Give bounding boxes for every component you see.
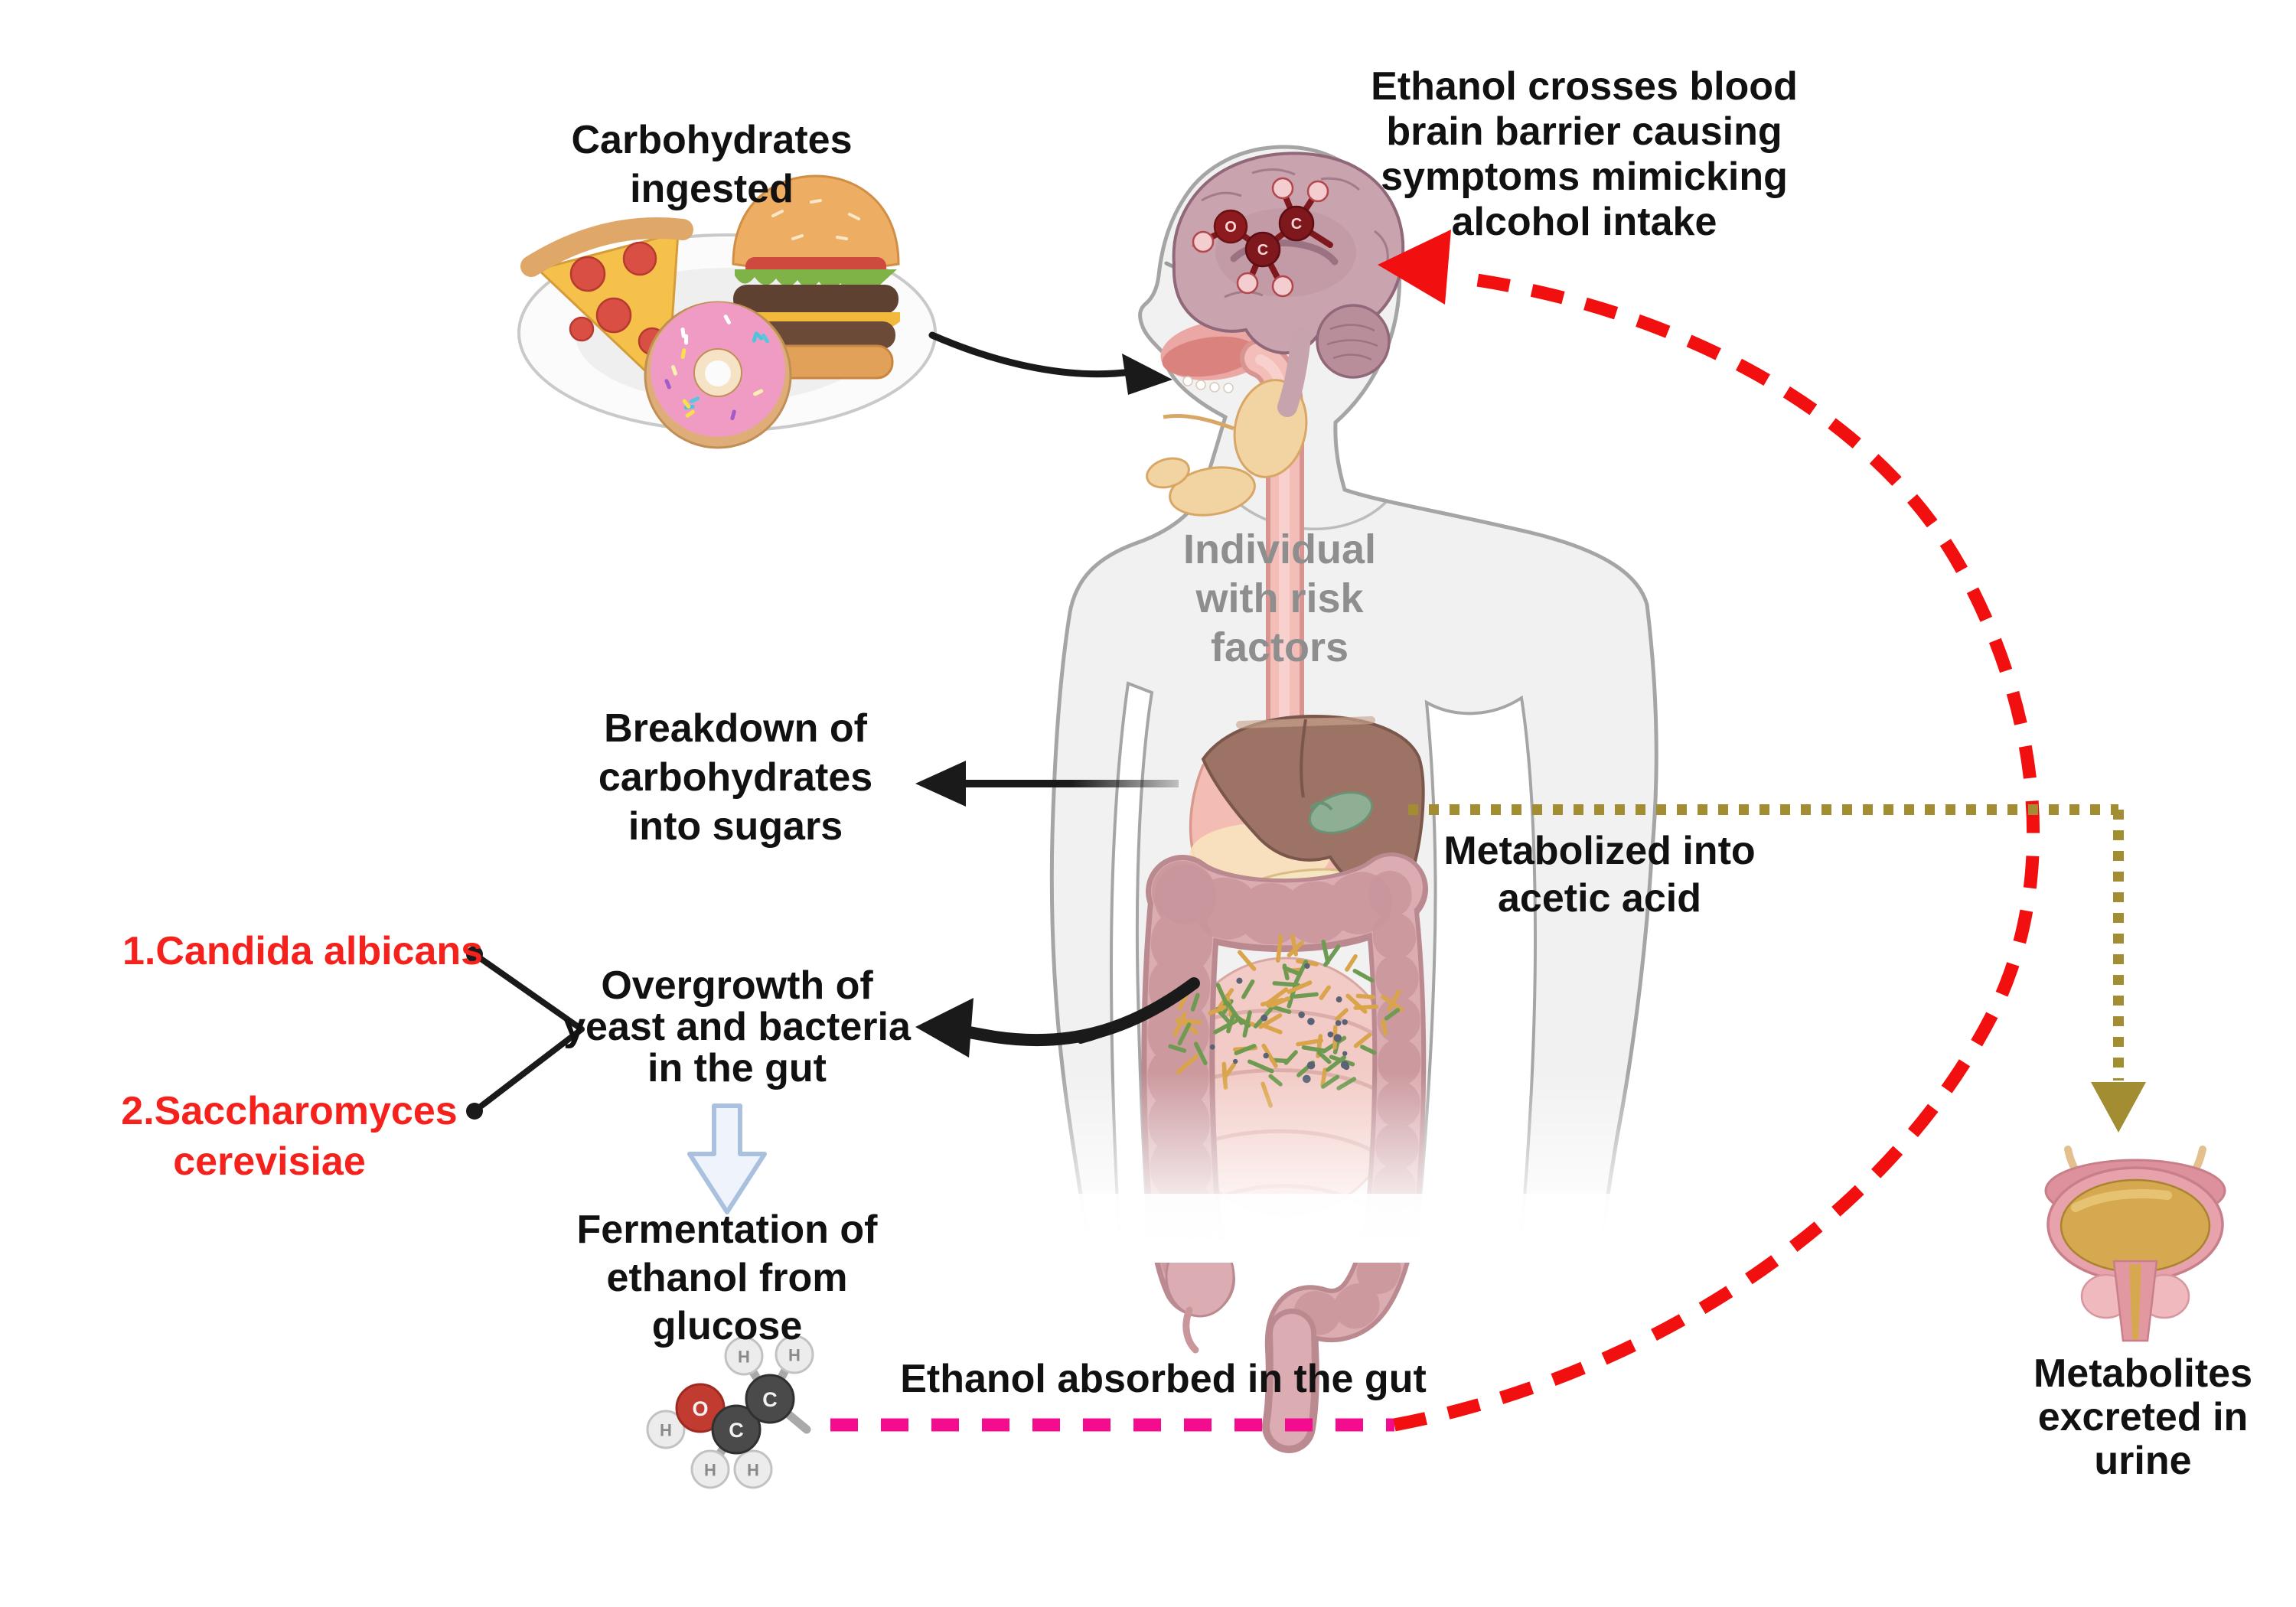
fermentation-label-line1: Fermentation of [577, 1208, 879, 1252]
brainstem [1277, 327, 1311, 417]
metabolized-label-line1: Metabolized into [1443, 829, 1755, 873]
carbohydrates-ingested-label-line1: Carbohydrates [572, 118, 853, 162]
corpus-callosum [1230, 240, 1339, 266]
cerebellum-lines [1326, 324, 1378, 361]
saccharomyces-label-line2: cerevisiae [173, 1139, 366, 1184]
donut-sprinkles [664, 315, 770, 421]
burger-icon [732, 174, 900, 380]
right-arm-gap [1415, 695, 1538, 1235]
saccharomyces-label-line1: 2.Saccharomyces [121, 1089, 457, 1133]
collar-line [1231, 496, 1388, 530]
breakdown-label-line3: into sugars [628, 804, 843, 849]
ethanol-brain-label-line4: alcohol intake [1452, 200, 1717, 244]
individual-label-line3: factors [1211, 624, 1349, 670]
candida-saccharomyces-connectors [466, 946, 585, 1120]
ethanol-molecule-icon: H H H H H O C C [646, 1335, 814, 1489]
ethanol-absorbed-label: Ethanol absorbed in the gut [900, 1357, 1427, 1401]
atom-c: C [762, 1388, 778, 1411]
molecule-carbon-1 [711, 1404, 762, 1455]
gut-bacteria-icon [1168, 934, 1404, 1108]
brain-molecule-carbon-1 [1244, 231, 1281, 268]
brain-molecule-hydrogens [1192, 177, 1329, 298]
arrow-plate-to-mouth [928, 331, 1172, 395]
pizza-slice-icon [520, 217, 693, 395]
brain-molecule-carbon-2 [1278, 205, 1315, 242]
individual-label-line1: Individual [1183, 526, 1376, 572]
ethanol-brain-label-line1: Ethanol crosses blood [1371, 64, 1798, 109]
breakdown-label-line1: Breakdown of [604, 706, 867, 751]
body-bottom-fade-sides [1033, 1194, 1668, 1263]
metabolized-label-line2: acetic acid [1498, 876, 1701, 921]
salivary-glands-icon [1146, 379, 1308, 517]
black-arrow-breakdown [915, 761, 1179, 807]
atom-h: H [704, 1461, 716, 1480]
olive-dotted-arrow [1408, 804, 2146, 1133]
appendix [1182, 1306, 1199, 1354]
atom-o: O [1225, 219, 1237, 236]
atom-o: O [692, 1397, 708, 1420]
ethanol-brain-label-line3: symptoms mimicking [1381, 155, 1788, 199]
ethanol-molecule-brain-icon: O C C [1192, 177, 1333, 298]
ethanol-brain-label-line2: brain barrier causing [1386, 109, 1782, 154]
black-arrow-overgrowth [915, 977, 1200, 1058]
fermentation-label-line3: glucose [652, 1304, 803, 1348]
donut-icon [644, 301, 792, 449]
atom-h: H [747, 1461, 759, 1480]
metabolites-label-line3: urine [2094, 1439, 2191, 1483]
teeth [1182, 376, 1234, 393]
bladder-icon [2044, 1146, 2226, 1342]
blue-down-arrow [687, 1103, 767, 1214]
overgrowth-label-line1: Overgrowth of [601, 963, 873, 1008]
atom-h: H [788, 1346, 801, 1365]
brain-icon: O C C [1172, 152, 1405, 417]
brain-molecule-oxygen [1213, 209, 1248, 244]
molecule-carbon-2 [745, 1374, 795, 1424]
breakdown-label-line2: carbohydrates [598, 755, 872, 800]
tongue [1162, 336, 1257, 377]
atom-h: H [660, 1421, 672, 1440]
plate-illustration [517, 174, 937, 449]
metabolites-label-line1: Metabolites [2033, 1351, 2252, 1396]
urethra-lumen [2129, 1264, 2141, 1339]
gallbladder-icon [1308, 791, 1374, 834]
cerebellum [1316, 304, 1391, 379]
red-dashed-arrow [1378, 230, 2040, 1432]
atom-c: C [1257, 242, 1268, 259]
metabolites-label-line2: excreted in [2038, 1395, 2249, 1439]
atom-h: H [738, 1348, 750, 1367]
atom-c: C [1291, 216, 1302, 233]
overgrowth-label-line3: in the gut [647, 1046, 827, 1090]
atom-c: C [729, 1419, 744, 1442]
candida-albicans-label: 1.Candida albicans [122, 929, 483, 973]
fermentation-label-line2: ethanol from [607, 1256, 848, 1300]
carbohydrates-ingested-label-line2: ingested [630, 167, 794, 211]
individual-label-line2: with risk [1195, 575, 1364, 621]
overgrowth-label-line2: yeast and bacteria [563, 1005, 912, 1049]
